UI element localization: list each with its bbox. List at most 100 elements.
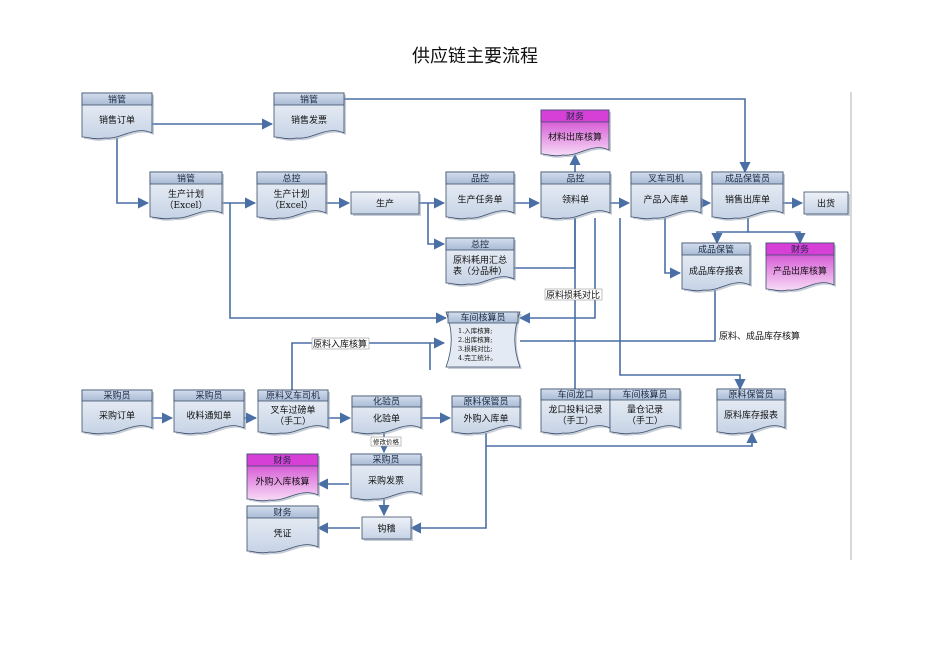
node-body-text: 量仓记录 xyxy=(627,404,663,416)
node-header-bar xyxy=(246,505,319,519)
edge-order-to-plan xyxy=(116,138,150,209)
node-header-bar xyxy=(81,92,153,106)
node-body-text: 外购入库核算 xyxy=(255,476,309,488)
node-header-text: 销管 xyxy=(300,94,318,106)
node-header-text: 财务 xyxy=(273,507,291,519)
node-body-text: （手工） xyxy=(627,415,663,427)
raw-in-calc-label: 原料入库核算 xyxy=(313,338,367,350)
connector-lines xyxy=(116,98,806,534)
node-body-text: 采购发票 xyxy=(368,475,404,487)
node-body-text: 2.出库核算; xyxy=(458,335,492,344)
node-header-bar xyxy=(765,242,835,256)
node-body-text: 生产计划 xyxy=(168,188,204,200)
node-header-text: 总控 xyxy=(282,173,300,185)
node-workshop-acct: 车间核算员 1.入库核算;2.出库核算;3.损耗对比;4.完工统计。 xyxy=(445,311,522,369)
node-header-text: 化验员 xyxy=(373,396,400,408)
edge-purchasein-to-reconcile xyxy=(409,433,487,534)
node-header-bar xyxy=(447,311,519,324)
node-body-text: 外购入库单 xyxy=(463,413,508,425)
edge-plan-to-workshop xyxy=(229,203,448,324)
node-body-text: 原料耗用汇总 xyxy=(453,254,507,266)
node-header-text: 叉车司机 xyxy=(648,173,684,185)
node-header-bar xyxy=(609,388,681,401)
edge-productin-to-productstock xyxy=(664,218,682,279)
node-header-text: 销管 xyxy=(108,94,126,106)
node-body-text: （Excel） xyxy=(165,200,208,211)
node-header-bar xyxy=(540,109,610,123)
node-header-text: 车间核算员 xyxy=(460,312,505,324)
node-header-bar xyxy=(350,453,422,466)
node-header-bar xyxy=(451,395,521,408)
modify-price-label: 修改价格 xyxy=(373,437,400,446)
node-header-text: 原料保管员 xyxy=(463,396,508,408)
node-body-text: 钩稽 xyxy=(377,523,395,535)
node-body-text: 3.损耗对比; xyxy=(458,344,492,353)
node-body-text: 原料库存报表 xyxy=(724,409,778,421)
node-body-text: 采购订单 xyxy=(99,410,135,422)
node-header-text: 采购员 xyxy=(195,390,222,402)
node-body-text: 销售发票 xyxy=(291,114,327,126)
edge-production-to-summary xyxy=(427,203,446,250)
node-body-text: 出货 xyxy=(817,198,835,210)
edge-salesout-to-finance xyxy=(748,231,806,245)
node-box xyxy=(803,191,849,215)
node-header-text: 销管 xyxy=(177,173,195,185)
node-header-bar xyxy=(711,171,784,185)
node-header-bar xyxy=(81,389,153,402)
node-header-text: 原料保管员 xyxy=(728,389,773,401)
stock-calc-label: 原料、成品库存核算 xyxy=(719,330,800,342)
node-header-text: 财务 xyxy=(273,455,291,467)
edge-summary-to-pick xyxy=(514,218,576,269)
node-body-text: 表（分品种） xyxy=(453,265,507,277)
flowchart-nodes: 销管销售订单销管销售发票财务材料出库核算销管生产计划（Excel）总控生产计划（… xyxy=(81,92,850,555)
edge-productstock-to-workshop xyxy=(520,290,716,342)
node-header-bar xyxy=(630,171,702,185)
edge-invoice-to-salesout xyxy=(344,98,751,174)
edge-pick-to-workshop xyxy=(518,218,596,324)
node-ship: 出货 xyxy=(803,191,850,216)
node-body-text: 成品库存报表 xyxy=(689,265,743,277)
node-reconcile: 钩稽 xyxy=(361,516,413,541)
node-body-text: 叉车过磅单 xyxy=(270,404,315,416)
node-header-bar xyxy=(445,171,515,185)
node-header-text: 采购员 xyxy=(103,390,130,402)
node-header-bar xyxy=(149,171,223,185)
modify-price-box xyxy=(370,436,402,447)
node-body-text: 产品出库核算 xyxy=(773,265,827,277)
node-header-text: 车间龙口 xyxy=(557,389,593,401)
node-header-text: 财务 xyxy=(566,111,584,123)
node-body-text: 销售订单 xyxy=(99,114,135,126)
node-body-text: 4.完工统计。 xyxy=(458,353,497,362)
node-header-bar xyxy=(273,92,345,106)
node-body-text: 龙口投料记录 xyxy=(548,404,602,416)
edge-weigh-to-workshop xyxy=(291,337,446,390)
node-body-text: （Excel） xyxy=(270,200,313,211)
loss-compare-box xyxy=(544,288,603,301)
node-header-bar xyxy=(246,453,319,467)
node-header-text: 车间核算员 xyxy=(622,389,667,401)
node-header-bar xyxy=(540,171,611,185)
node-header-bar xyxy=(351,395,422,408)
node-body-text: 销售出库单 xyxy=(725,194,770,206)
node-body-text: 产品入库单 xyxy=(643,194,688,206)
node-body-text: 1.入库核算; xyxy=(458,326,492,335)
node-header-bar xyxy=(445,237,515,251)
node-header-text: 采购员 xyxy=(372,454,399,466)
